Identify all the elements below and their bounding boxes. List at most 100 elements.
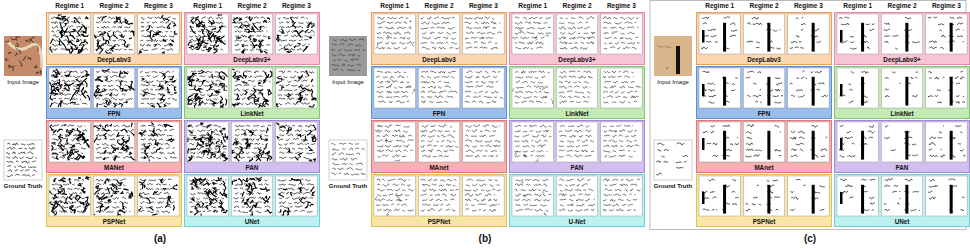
thumbnail <box>926 68 968 108</box>
model-band: MAnet <box>696 120 832 173</box>
handwriting <box>376 71 410 103</box>
model-band: LinkNet <box>184 66 320 119</box>
stain-bar <box>723 23 726 52</box>
regime-header: Regime 3 <box>136 2 180 9</box>
thumbnail <box>463 176 505 216</box>
stain-bar <box>702 84 705 96</box>
band-fill <box>184 12 320 65</box>
model-band: DeepLabv3 <box>46 12 182 65</box>
noise-stroke <box>50 69 90 107</box>
noise-stroke <box>139 179 178 215</box>
regime-header: Regime 2 <box>92 2 136 9</box>
band-fill <box>46 174 182 227</box>
thumbnail <box>601 122 643 162</box>
regime-header: Regime 1 <box>373 2 417 9</box>
handwriting <box>884 23 899 49</box>
noise-stroke <box>278 179 314 215</box>
band-fill <box>834 66 970 119</box>
handwriting <box>331 39 365 71</box>
handwriting <box>278 17 315 51</box>
stain-bar <box>812 185 815 214</box>
thumbnail <box>788 122 830 162</box>
thumbnail <box>837 122 879 162</box>
thumbnail <box>231 176 272 216</box>
regime-header: Regime 2 <box>417 2 461 9</box>
thumbnail <box>49 122 91 162</box>
handwriting <box>233 17 270 51</box>
thumbnail <box>418 68 460 108</box>
band-fill <box>371 12 507 65</box>
band-fill <box>834 174 970 227</box>
band-fill <box>371 120 507 173</box>
stain-bar <box>812 131 815 160</box>
model-band: U-Net <box>509 174 645 227</box>
thumbnail <box>837 14 879 54</box>
model-band: LinkNet <box>509 66 645 119</box>
thumbnail <box>276 14 318 54</box>
model-name: DeepLabv3 <box>372 56 506 63</box>
handwriting <box>331 143 365 175</box>
model-name: FPN <box>697 110 831 117</box>
thumbnail <box>93 122 135 162</box>
noise-stroke <box>139 15 178 53</box>
handwriting <box>96 71 133 105</box>
stain-bar <box>861 77 864 106</box>
model-name: MAnet <box>372 164 506 171</box>
ground-truth-caption: Ground Truth <box>327 183 369 189</box>
handwriting <box>884 126 895 151</box>
band-fill <box>371 66 507 119</box>
stain-bar <box>812 77 815 106</box>
thumbnail <box>418 122 460 162</box>
handwriting <box>465 125 501 158</box>
thumbnail <box>463 68 505 108</box>
handwriting <box>514 125 551 157</box>
handwriting <box>885 72 901 97</box>
ground-truth-caption: Ground Truth <box>2 183 44 189</box>
handwriting <box>928 17 946 49</box>
panel-label: (b) <box>455 233 515 244</box>
handwriting <box>702 179 717 210</box>
model-name: DeepLabv3 <box>47 56 181 63</box>
stain-bar <box>723 131 726 160</box>
input-image <box>654 36 692 76</box>
handwriting <box>603 125 640 157</box>
thumbnail <box>138 176 180 216</box>
thumbnail <box>601 14 643 54</box>
band-fill <box>834 12 970 65</box>
thumbnail <box>276 68 318 108</box>
stain-bar <box>905 23 908 52</box>
thumbnail <box>926 122 968 162</box>
model-name: FPN <box>372 110 506 117</box>
model-name: PSPNet <box>372 218 506 225</box>
noise-stroke <box>94 16 134 53</box>
handwriting <box>790 179 805 210</box>
handwriting <box>140 71 177 105</box>
band-fill <box>184 120 320 173</box>
thumbnail <box>743 176 785 216</box>
input-image <box>4 36 42 76</box>
model-name: LinkNet <box>510 110 644 117</box>
model-band: UNet <box>834 174 970 227</box>
thumbnail <box>556 14 598 54</box>
noise-stroke <box>513 30 549 41</box>
model-name: MANet <box>47 164 181 171</box>
handwriting <box>603 71 641 103</box>
band-fill <box>371 174 507 227</box>
thumbnail <box>463 14 505 54</box>
noise-stroke <box>375 130 400 161</box>
model-name: FPN <box>47 110 181 117</box>
thumbnail <box>329 140 367 180</box>
handwriting <box>839 17 856 49</box>
handwriting <box>774 125 781 156</box>
model-band: FPN <box>371 66 507 119</box>
thumbnail <box>926 176 968 216</box>
stain-bar <box>905 77 908 106</box>
band-fill <box>509 120 645 173</box>
model-name: DeepLabv3+ <box>835 56 969 63</box>
handwriting <box>140 179 175 213</box>
thumbnail <box>93 68 135 108</box>
thumbnail <box>654 140 692 180</box>
handwriting <box>790 71 807 97</box>
stain-bar <box>950 131 953 160</box>
thumbnail <box>699 14 741 54</box>
